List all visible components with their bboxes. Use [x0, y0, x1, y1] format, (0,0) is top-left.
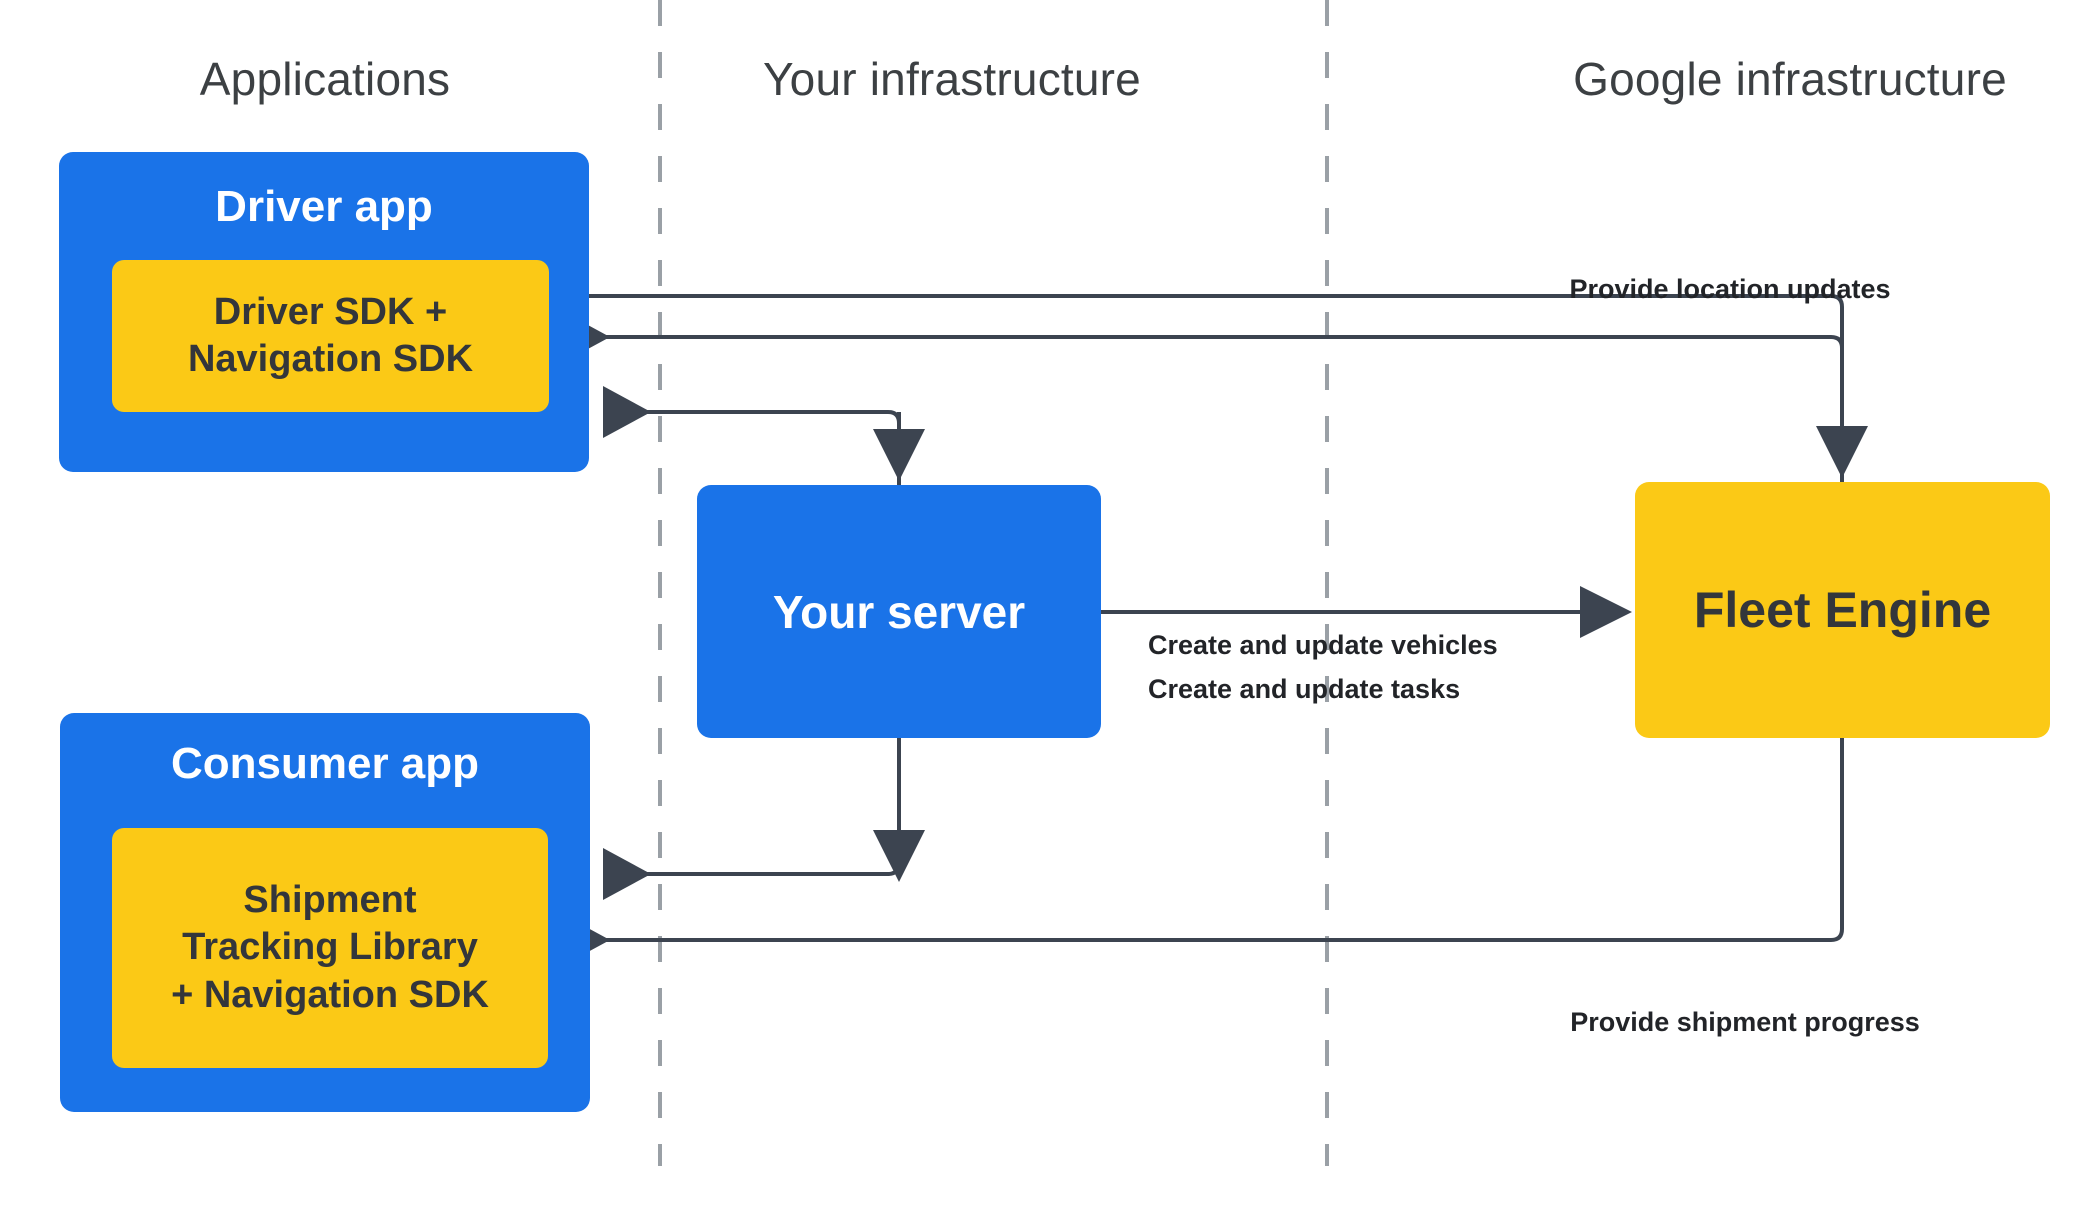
your-server-title: Your server: [772, 585, 1026, 638]
column-header-your-infrastructure: Your infrastructure: [763, 53, 1141, 105]
node-shipment-tracking-library[interactable]: Shipment Tracking Library + Navigation S…: [112, 828, 548, 1068]
edge-label-provide-shipment-progress: Provide shipment progress: [1570, 1007, 1920, 1037]
edge-fleet-engine-to-consumer-app: [562, 738, 1844, 966]
node-driver-app[interactable]: Driver app Driver SDK + Navigation SDK: [59, 152, 589, 472]
consumer-sdk-line-2: Tracking Library: [182, 926, 478, 969]
driver-app-title: Driver app: [215, 182, 433, 231]
edge-label-provide-location-updates: Provide location updates: [1569, 274, 1891, 304]
node-driver-sdk[interactable]: Driver SDK + Navigation SDK: [112, 260, 549, 412]
edge-your-server-to-driver-app: [603, 386, 901, 485]
driver-sdk-label: Driver SDK + Navigation SDK: [182, 289, 479, 383]
column-header-applications: Applications: [199, 53, 451, 105]
column-header-google-infrastructure: Google infrastructure: [1573, 53, 2007, 105]
consumer-app-title: Consumer app: [170, 739, 480, 788]
driver-sdk-line-2: Navigation SDK: [187, 338, 474, 380]
consumer-sdk-label: Shipment Tracking Library + Navigation S…: [165, 877, 495, 1018]
driver-sdk-line-1: Driver SDK +: [213, 290, 448, 333]
edge-fleet-engine-to-driver-sdk-line: [562, 311, 1844, 482]
consumer-sdk-line-1: Shipment: [243, 879, 417, 922]
node-fleet-engine[interactable]: Fleet Engine: [1635, 482, 2050, 738]
node-your-server[interactable]: Your server: [697, 485, 1101, 738]
edge-your-server-to-consumer-app: [603, 738, 901, 900]
edge-label-create-and-update-vehicles: Create and update vehicles: [1148, 630, 1498, 660]
node-consumer-app[interactable]: Consumer app Shipment Tracking Library +…: [60, 713, 590, 1112]
edge-label-create-and-update-tasks: Create and update tasks: [1148, 674, 1461, 704]
fleet-engine-title: Fleet Engine: [1693, 582, 1992, 638]
consumer-sdk-line-3: + Navigation SDK: [171, 973, 489, 1016]
